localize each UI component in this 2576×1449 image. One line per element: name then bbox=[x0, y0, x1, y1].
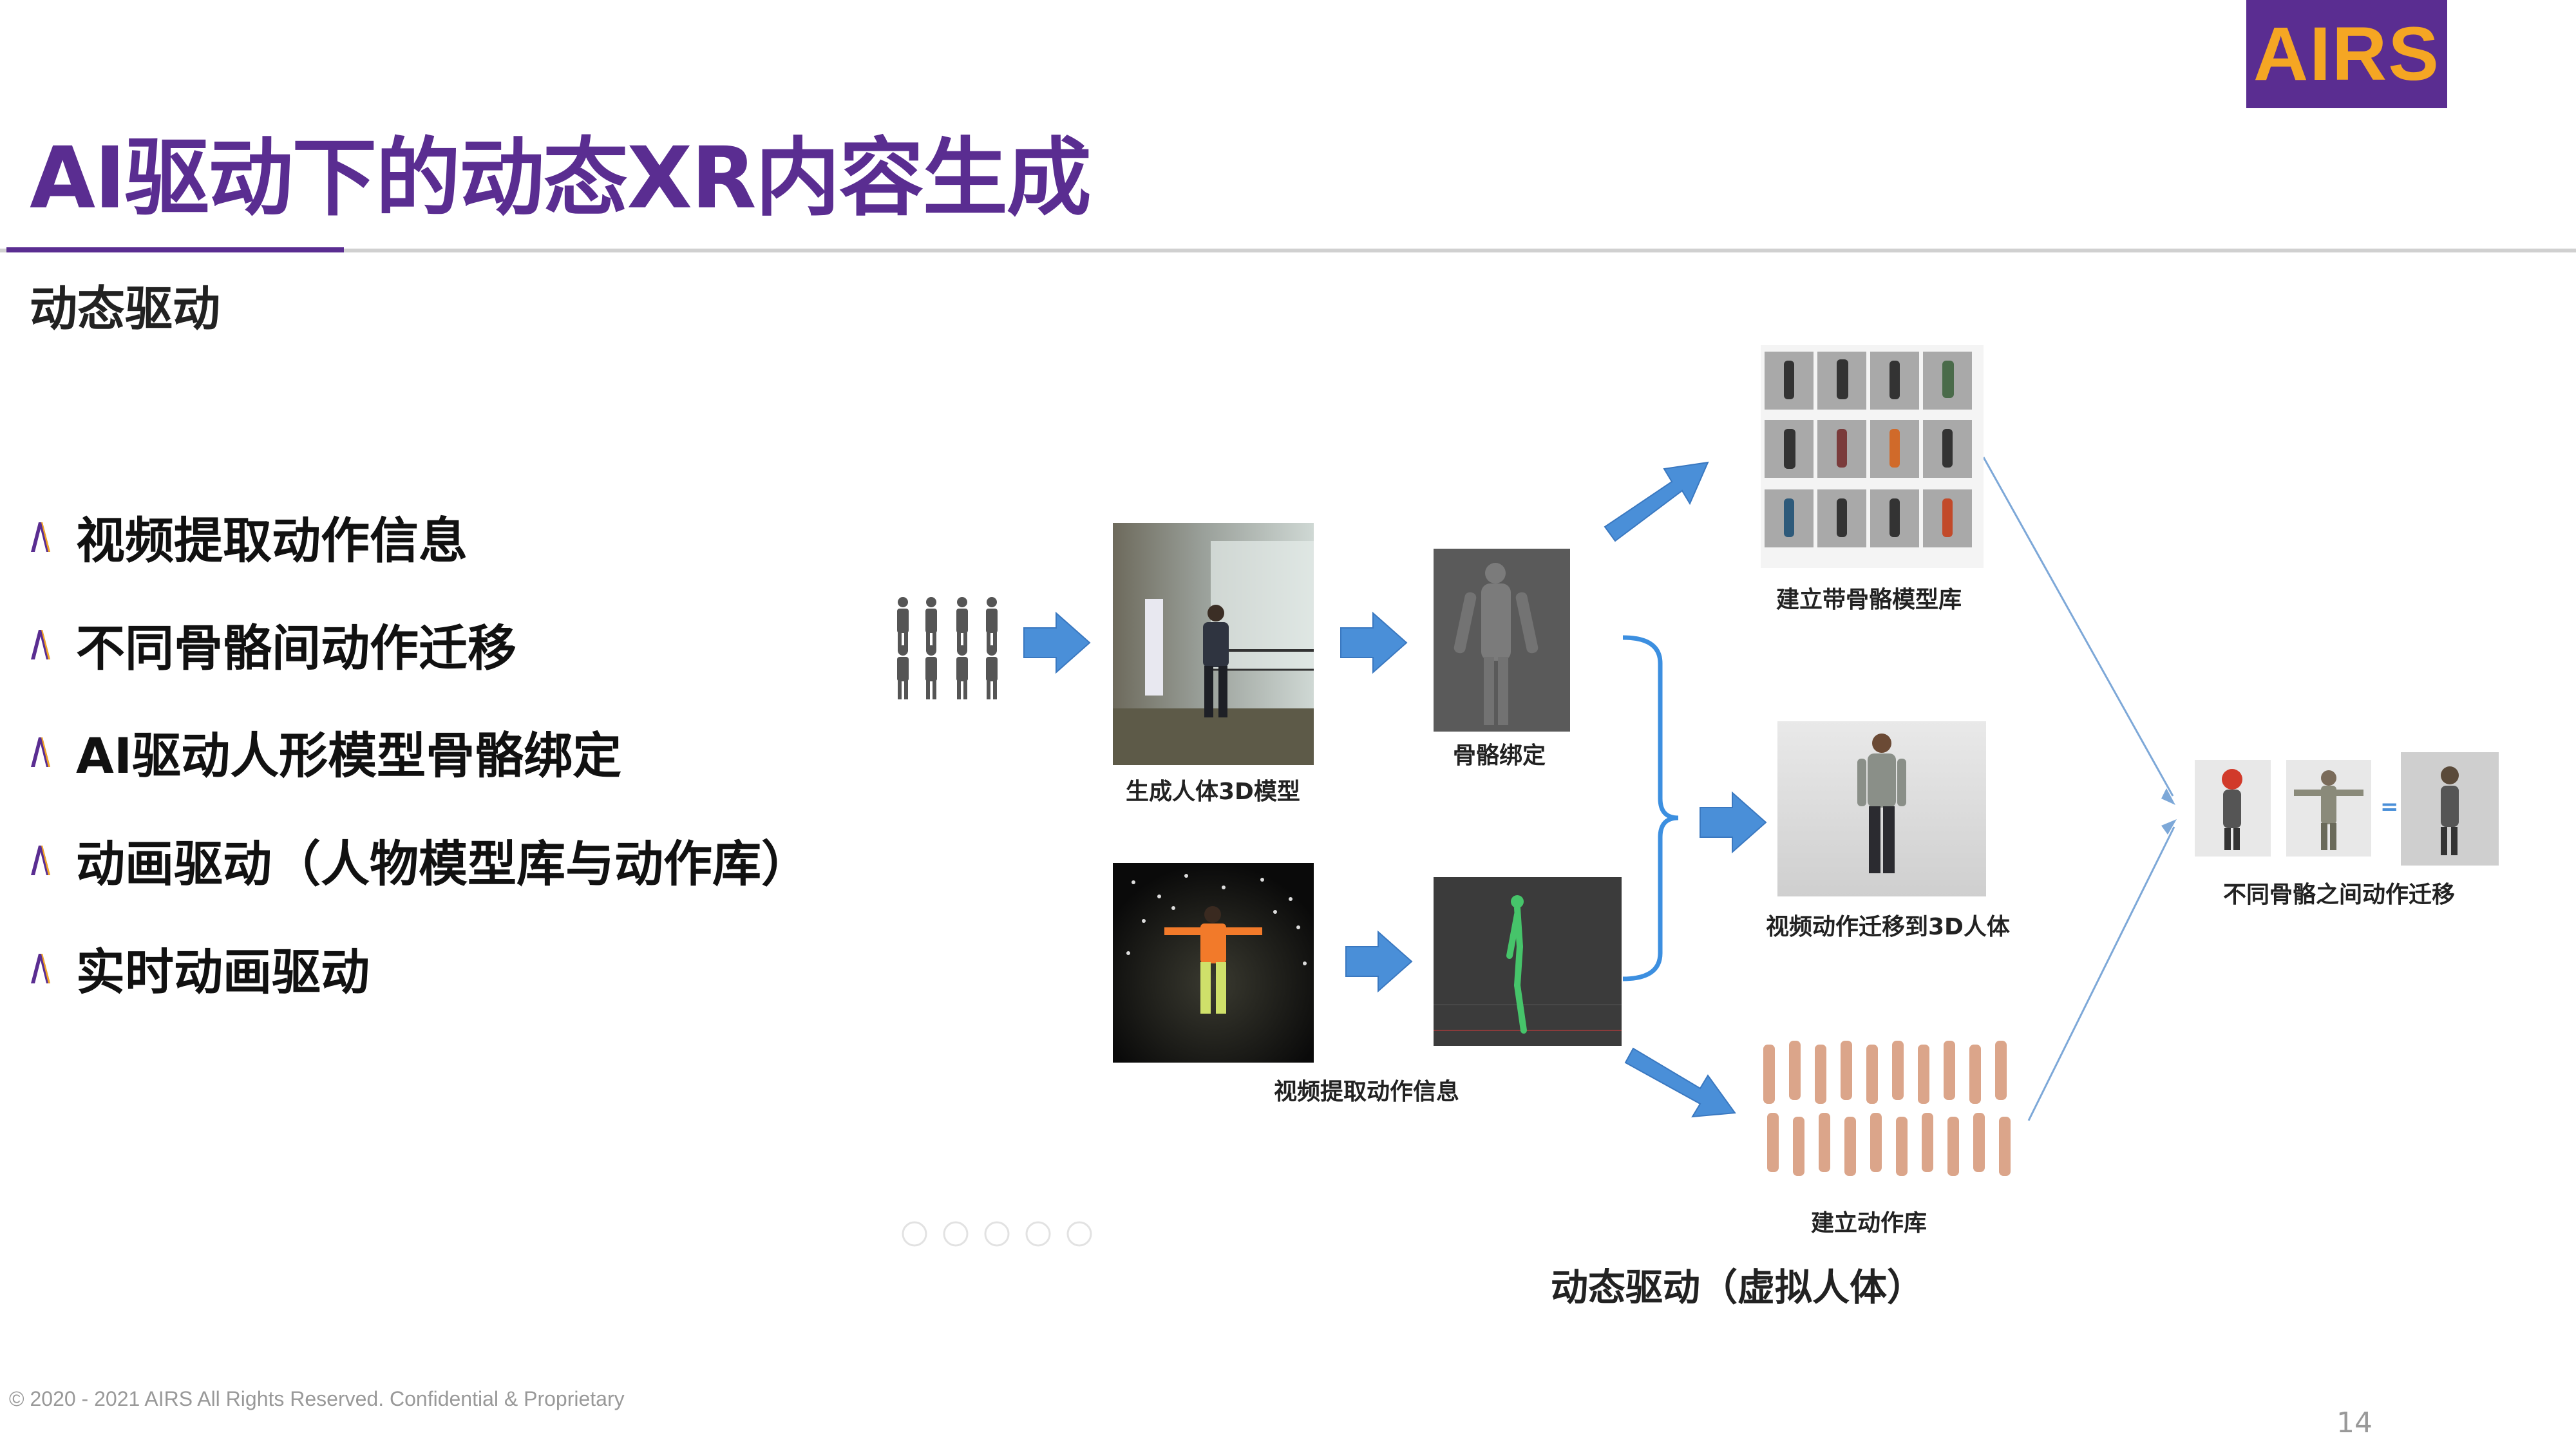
page-number: 14 bbox=[2336, 1406, 2372, 1439]
transfer-render bbox=[1777, 721, 1986, 896]
page-title: AI驱动下的动态XR内容生成 bbox=[30, 129, 1092, 228]
copyright-footer: © 2020 - 2021 AIRS All Rights Reserved. … bbox=[9, 1387, 625, 1410]
motion-library bbox=[1763, 1041, 2011, 1176]
caption-transfer-3d: 视频动作迁移到3D人体 bbox=[1766, 914, 2010, 940]
bullet-text: AI驱动人形模型骨骼绑定 bbox=[76, 727, 622, 784]
arrow-right-icon bbox=[1345, 930, 1413, 993]
airs-logo: AIRS bbox=[2246, 0, 2447, 108]
model-library-grid bbox=[1761, 345, 1984, 568]
svg-text:=: = bbox=[2380, 794, 2399, 820]
section-subtitle: 动态驱动 bbox=[30, 281, 220, 337]
office-photo bbox=[1113, 523, 1314, 765]
caret-icon bbox=[31, 737, 50, 767]
connector-line bbox=[1982, 457, 2174, 797]
caption-rigging: 骨骼绑定 bbox=[1453, 743, 1546, 769]
diagram-bottom-caption: 动态驱动（虚拟人体） bbox=[1551, 1265, 1925, 1309]
input-figures bbox=[897, 597, 998, 699]
bullet-item: 视频提取动作信息 bbox=[28, 501, 468, 572]
bullet-item: 动画驱动（人物模型库与动作库） bbox=[28, 824, 810, 895]
caret-icon bbox=[31, 522, 50, 552]
caption-model3d: 生成人体3D模型 bbox=[1126, 779, 1300, 805]
title-divider-accent bbox=[6, 247, 344, 252]
title-divider bbox=[0, 249, 2576, 252]
bullet-item: 实时动画驱动 bbox=[28, 933, 370, 1003]
bracket-connector bbox=[1622, 635, 1679, 981]
caption-model-library: 建立带骨骼模型库 bbox=[1776, 587, 1962, 613]
connector-line bbox=[2027, 826, 2175, 1121]
arrow-up-right-icon bbox=[1604, 461, 1709, 542]
cross-skeleton-thumbs: + = bbox=[2195, 752, 2499, 866]
caption-motion-library: 建立动作库 bbox=[1811, 1210, 1927, 1236]
bullet-text: 实时动画驱动 bbox=[76, 943, 370, 1001]
bullet-text: 不同骨骼间动作迁移 bbox=[76, 620, 516, 677]
bullet-text: 视频提取动作信息 bbox=[76, 512, 468, 569]
skeleton-render bbox=[1434, 877, 1622, 1046]
bullet-item: AI驱动人形模型骨骼绑定 bbox=[28, 716, 621, 787]
bullet-item: 不同骨骼间动作迁移 bbox=[28, 609, 516, 679]
arrow-right-icon bbox=[1700, 791, 1767, 854]
logo-text: AIRS bbox=[2253, 12, 2440, 97]
rig-render bbox=[1434, 549, 1570, 732]
caption-cross-skeleton: 不同骨骼之间动作迁移 bbox=[2223, 882, 2456, 908]
caret-icon bbox=[31, 954, 50, 983]
caret-icon bbox=[31, 630, 50, 659]
arrow-down-right-icon bbox=[1624, 1047, 1736, 1118]
arrow-right-icon bbox=[1340, 611, 1408, 674]
arrow-right-icon bbox=[1023, 611, 1091, 674]
bullet-text: 动画驱动（人物模型库与动作库） bbox=[76, 835, 810, 893]
studio-photo bbox=[1113, 863, 1314, 1063]
caret-icon bbox=[31, 846, 50, 875]
caption-video-extract: 视频提取动作信息 bbox=[1274, 1079, 1460, 1105]
